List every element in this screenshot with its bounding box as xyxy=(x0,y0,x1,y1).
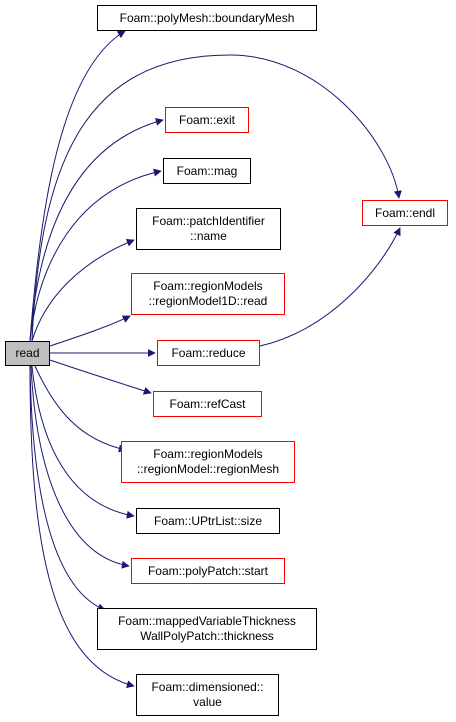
edge-polyPatch-start xyxy=(30,365,130,569)
node-polyPatch-start[interactable]: Foam::polyPatch::start xyxy=(131,558,285,584)
edge-patchIdentifier-name xyxy=(31,239,135,342)
node-endl[interactable]: Foam::endl xyxy=(362,200,448,226)
node-boundaryMesh[interactable]: Foam::polyMesh::boundaryMesh xyxy=(97,5,317,31)
node-label: Foam::patchIdentifier xyxy=(152,214,265,228)
node-refCast[interactable]: Foam::refCast xyxy=(153,391,262,417)
edge-regionModel1D-read xyxy=(49,315,131,347)
node-regionMesh[interactable]: Foam::regionModels::regionModel::regionM… xyxy=(121,441,295,483)
node-exit[interactable]: Foam::exit xyxy=(165,107,249,133)
node-label: Foam::UPtrList::size xyxy=(153,513,263,528)
node-label: Foam::regionModels xyxy=(153,447,263,461)
node-label: ::regionModel::regionMesh xyxy=(136,462,280,476)
node-label: Foam::mappedVariableThickness xyxy=(118,614,296,628)
node-label: Foam::reduce xyxy=(171,345,246,360)
node-label: Foam::mag xyxy=(176,163,238,178)
node-label: WallPolyPatch::thickness xyxy=(140,629,274,643)
node-mag[interactable]: Foam::mag xyxy=(163,158,251,184)
node-label: ::name xyxy=(190,229,227,243)
node-read-root[interactable]: read xyxy=(5,341,50,366)
edge-boundaryMesh xyxy=(29,30,126,342)
node-uptrlist-size[interactable]: Foam::UPtrList::size xyxy=(136,508,280,534)
node-regionModel1D-read[interactable]: Foam::regionModels::regionModel1D::read xyxy=(131,273,285,315)
node-label: Foam::endl xyxy=(374,205,436,220)
node-label: ::regionModel1D::read xyxy=(148,294,268,308)
edge-uptrlist-size xyxy=(31,365,135,519)
edge-dimensioned-value xyxy=(29,365,135,689)
edge-endl-from-reduce xyxy=(259,227,401,347)
node-label: Foam::exit xyxy=(178,112,235,127)
node-label: value xyxy=(193,695,222,709)
node-patchIdentifier-name[interactable]: Foam::patchIdentifier::name xyxy=(136,208,281,250)
edge-mag xyxy=(29,168,162,342)
node-dimensioned-value[interactable]: Foam::dimensioned::value xyxy=(136,674,279,716)
edge-thickness xyxy=(29,365,106,612)
edge-refCast xyxy=(49,359,152,395)
node-label: read xyxy=(15,346,40,360)
node-label: Foam::refCast xyxy=(169,396,246,411)
edge-endl-from-root xyxy=(31,54,402,342)
node-label: Foam::regionModels xyxy=(153,279,263,293)
node-label: Foam::polyMesh::boundaryMesh xyxy=(119,10,295,25)
node-label: Foam::polyPatch::start xyxy=(147,563,269,578)
node-reduce[interactable]: Foam::reduce xyxy=(157,340,260,366)
edge-regionMesh xyxy=(34,365,127,453)
node-label: Foam::dimensioned:: xyxy=(151,680,264,694)
